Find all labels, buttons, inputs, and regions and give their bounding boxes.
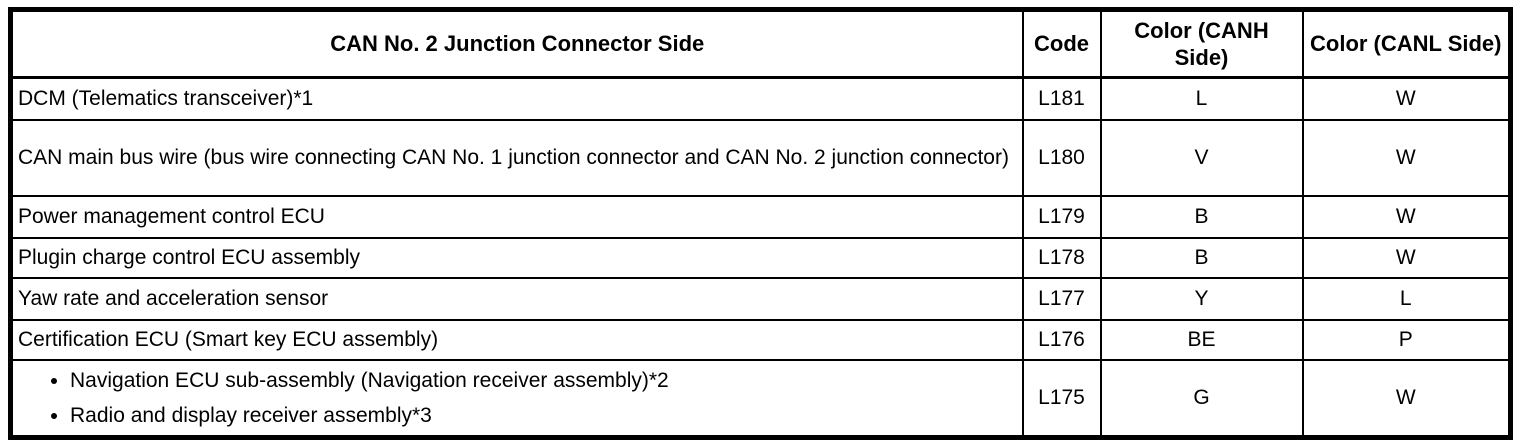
header-code: Code [1021,8,1102,79]
canh-color-cell: B [1099,194,1304,239]
code-cell: L180 [1021,118,1102,197]
code-cell: L175 [1021,358,1102,439]
can-junction-connector-table: CAN No. 2 Junction Connector Side Code C… [8,7,1513,441]
table-row: Plugin charge control ECU assembly L178 … [9,236,1512,279]
device-cell: Plugin charge control ECU assembly [9,236,1024,279]
canh-color-cell: B [1099,236,1304,279]
table-row: Certification ECU (Smart key ECU assembl… [9,318,1512,361]
canh-color-cell: BE [1099,318,1304,361]
table-row: DCM (Telematics transceiver)*1 L181 L W [9,76,1512,121]
device-cell: DCM (Telematics transceiver)*1 [9,76,1024,121]
canl-color-cell: W [1301,118,1512,197]
table-header-row: CAN No. 2 Junction Connector Side Code C… [9,8,1512,79]
canl-color-cell: W [1301,358,1512,439]
canl-color-cell: P [1301,318,1512,361]
device-cell: Certification ECU (Smart key ECU assembl… [9,318,1024,361]
canl-color-cell: W [1301,194,1512,239]
table-row: Power management control ECU L179 B W [9,194,1512,239]
canl-color-cell: W [1301,76,1512,121]
table-row: CAN main bus wire (bus wire connecting C… [9,118,1512,197]
code-cell: L176 [1021,318,1102,361]
header-color-canh: Color (CANH Side) [1099,8,1304,79]
code-cell: L177 [1021,276,1102,321]
table-row: Navigation ECU sub-assembly (Navigation … [9,358,1512,439]
device-cell: Yaw rate and acceleration sensor [9,276,1024,321]
device-list-item: Radio and display receiver assembly*3 [70,398,1012,433]
table-row: Yaw rate and acceleration sensor L177 Y … [9,276,1512,321]
device-cell: CAN main bus wire (bus wire connecting C… [9,118,1024,197]
device-bullet-list: Navigation ECU sub-assembly (Navigation … [18,363,1012,434]
device-cell: Navigation ECU sub-assembly (Navigation … [9,358,1024,439]
canl-color-cell: W [1301,236,1512,279]
header-device: CAN No. 2 Junction Connector Side [9,8,1024,79]
code-cell: L181 [1021,76,1102,121]
canh-color-cell: V [1099,118,1304,197]
device-cell: Power management control ECU [9,194,1024,239]
code-cell: L179 [1021,194,1102,239]
canh-color-cell: G [1099,358,1304,439]
device-list-item: Navigation ECU sub-assembly (Navigation … [70,363,1012,398]
canh-color-cell: L [1099,76,1304,121]
code-cell: L178 [1021,236,1102,279]
canl-color-cell: L [1301,276,1512,321]
header-color-canl: Color (CANL Side) [1301,8,1512,79]
canh-color-cell: Y [1099,276,1304,321]
